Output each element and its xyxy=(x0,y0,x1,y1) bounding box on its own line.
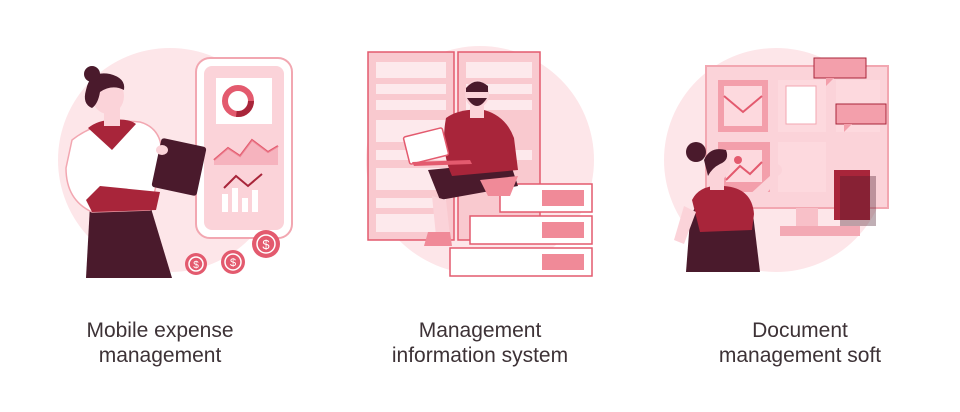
bar-chart-icon xyxy=(222,173,263,212)
caption-line: Document xyxy=(752,319,848,342)
tablet-icon xyxy=(151,138,207,196)
folder-icon xyxy=(834,170,876,226)
document-management-illustration xyxy=(664,48,889,272)
chat-bubble-icon xyxy=(813,57,887,132)
caption-line: management soft xyxy=(718,344,882,367)
laptop-icon xyxy=(402,127,472,166)
svg-text:$: $ xyxy=(230,257,236,269)
database-drawer-icon xyxy=(449,183,593,277)
caption-mis: Management information system xyxy=(320,318,640,368)
caption-document-management: Document management soft xyxy=(640,318,960,368)
caption-line: Mobile expense xyxy=(86,319,234,342)
woman-figure xyxy=(65,66,172,278)
illustration-mobile-expense: $ $ $ Mobile expense management xyxy=(0,0,320,412)
dollar-coin-icon: $ $ $ xyxy=(185,230,280,275)
svg-text:$: $ xyxy=(262,237,270,252)
donut-chart-icon xyxy=(222,85,254,117)
caption-line: management xyxy=(98,344,222,367)
caption-line: Management xyxy=(418,319,542,342)
svg-text:$: $ xyxy=(193,260,199,271)
envelope-icon xyxy=(718,80,768,132)
illustration-mis: Management information system xyxy=(320,0,640,412)
caption-line: information system xyxy=(391,344,569,367)
man-figure xyxy=(424,80,518,246)
woman-figure xyxy=(674,142,782,272)
caption-mobile-expense: Mobile expense management xyxy=(0,318,320,368)
mis-illustration xyxy=(366,46,594,277)
illustration-document-management: Document management soft xyxy=(640,0,960,412)
mobile-expense-illustration: $ $ $ xyxy=(58,48,293,278)
